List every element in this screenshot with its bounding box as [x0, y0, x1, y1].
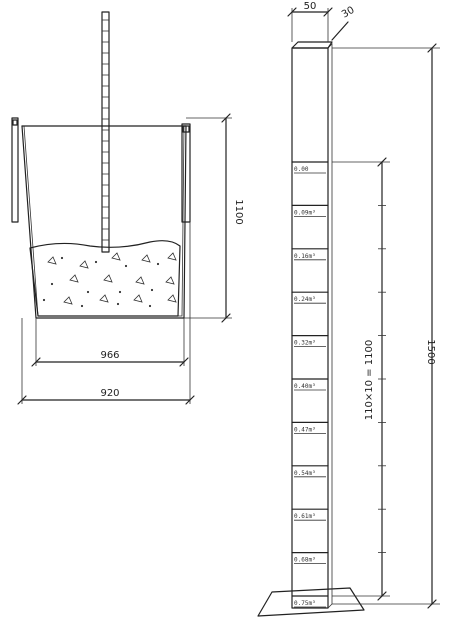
pole-depth-label: 30 — [340, 5, 357, 21]
bucket-height-dimension: 1100 — [184, 113, 244, 323]
graduated-pole-assembly: 0.00 0.09m³ 0.16m³ 0.24m³ 0.32m³ 0.40m³ 0.47m³… — [257, 1, 440, 617]
graduated-length-dimension: 110×10 = 1100 — [332, 157, 390, 601]
pole-depth-dimension: 30 — [331, 5, 357, 41]
bucket-bottom-width-label: 966 — [100, 350, 119, 361]
bucket-assembly: 1100 966 920 — [11, 11, 244, 405]
bucket-handle-left — [11, 117, 19, 223]
scale-label: 0.54m³ — [294, 470, 316, 477]
scale-label: 0.32m³ — [294, 340, 316, 347]
pole-scale: 0.00 0.09m³ 0.16m³ 0.24m³ 0.32m³ 0.40m³ 0.47m³… — [291, 161, 329, 608]
pole-width-label: 50 — [304, 1, 317, 12]
pole-width-dimension: 50 — [287, 1, 333, 42]
aggregate-fill — [29, 240, 181, 317]
scale-label: 0.75m³ — [294, 600, 316, 607]
scale-label: 0.24m³ — [294, 296, 316, 303]
scale-label: 0.16m³ — [294, 253, 316, 260]
bucket-bottom-width-dimension: 966 — [31, 318, 189, 367]
scale-label: 0.09m³ — [294, 209, 316, 216]
bucket-height-label: 1100 — [233, 199, 244, 224]
bucket-dipstick — [101, 11, 110, 253]
bucket-top-width-dimension: 920 — [17, 222, 195, 405]
scale-label: 0.00 — [294, 166, 309, 173]
scale-label: 0.47m³ — [294, 426, 316, 433]
pole-base-plate — [257, 587, 365, 617]
pole-height-dimension: 1500 — [332, 43, 440, 609]
scale-label: 0.61m³ — [294, 513, 316, 520]
pole-top-face — [291, 41, 333, 49]
graduated-length-label: 110×10 = 1100 — [364, 340, 375, 420]
pole-body — [291, 47, 329, 609]
pole-height-label: 1500 — [425, 339, 436, 364]
aggregate-specks — [42, 252, 177, 308]
scale-label: 0.68m³ — [294, 557, 316, 564]
scale-label: 0.40m³ — [294, 383, 316, 390]
bucket-outline — [21, 125, 187, 319]
bucket-handle-right — [181, 123, 191, 223]
bucket-top-width-label: 920 — [100, 388, 119, 399]
